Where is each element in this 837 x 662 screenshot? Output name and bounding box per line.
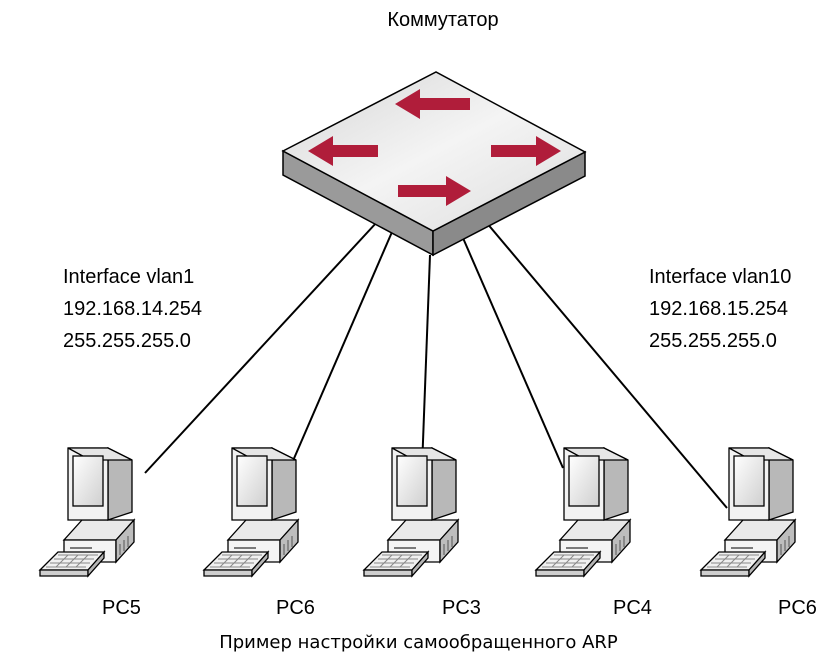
connection-lines (144, 221, 728, 509)
arrow-left-icon (395, 89, 470, 119)
link-pc3 (421, 254, 431, 469)
switch-icon (281, 71, 587, 257)
arrow-right-icon (491, 136, 561, 166)
pc-label: PC6 (276, 597, 315, 619)
link-pc6-left (288, 231, 393, 471)
pc-computer-icon (203, 447, 299, 577)
pc-computer-icon (39, 447, 135, 577)
arrow-left-icon (308, 136, 378, 166)
interface-vlan10-mask: 255.255.255.0 (649, 330, 777, 352)
pc-label: PC5 (102, 597, 141, 619)
interface-vlan1-name: Interface vlan1 (63, 266, 195, 288)
interface-vlan10-name: Interface vlan10 (649, 266, 792, 288)
link-pc4 (462, 237, 564, 469)
interface-vlan1-mask: 255.255.255.0 (63, 330, 191, 352)
link-pc6-right (485, 221, 728, 509)
pc-computer-icon (535, 447, 631, 577)
pc-label: PC3 (442, 597, 481, 619)
pc-label: PC6 (778, 597, 817, 619)
link-pc5 (144, 221, 378, 474)
interface-vlan10-ip: 192.168.15.254 (649, 298, 789, 320)
switch-title: Коммутатор (387, 9, 499, 31)
arrow-right-icon (398, 176, 471, 206)
interface-vlan1-ip: 192.168.14.254 (63, 298, 203, 320)
pc-label: PC4 (613, 597, 652, 619)
pc-computer-icon (700, 447, 796, 577)
figure-caption: Пример настройки самообращенного ARP (219, 632, 618, 653)
pc-computer-icon (363, 447, 459, 577)
